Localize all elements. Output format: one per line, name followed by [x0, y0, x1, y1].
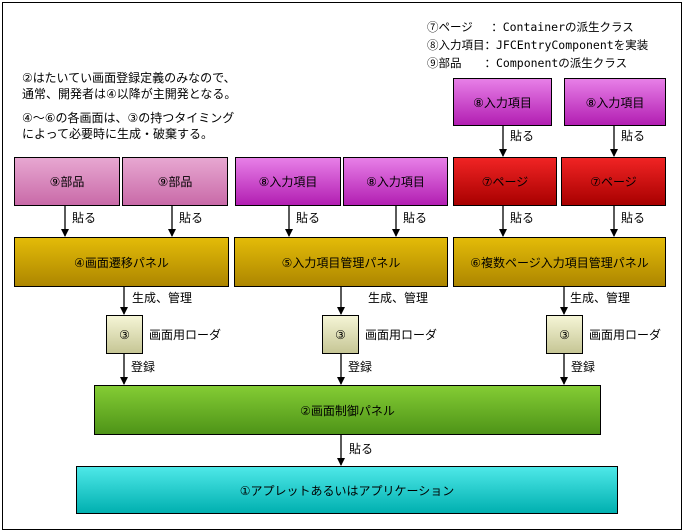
register-label: 登録 [131, 360, 156, 374]
input-item-box: ⑧入力項目 [564, 78, 666, 126]
part-box: ⑨部品 [14, 157, 120, 206]
multi-page-input-management-panel: ⑥複数ページ入力項目管理パネル [453, 237, 666, 287]
paste-label: 貼る [403, 211, 428, 225]
screen-loader-label: 画面用ローダ [365, 328, 438, 342]
paste-label: 貼る [72, 211, 97, 225]
input-item-box: ⑧入力項目 [453, 78, 552, 126]
register-label: 登録 [348, 360, 373, 374]
part-box: ⑨部品 [122, 157, 228, 206]
paste-label: 貼る [296, 211, 321, 225]
screen-loader-box: ③ [322, 315, 359, 354]
paste-label: 貼る [510, 211, 535, 225]
legend-input: ⑧入力項目：JFCEntryComponentを実装 [427, 38, 649, 52]
screen-loader-label: 画面用ローダ [149, 328, 222, 342]
screen-loader-box: ③ [106, 315, 143, 354]
create-manage-label: 生成、管理 [132, 291, 193, 305]
page-box: ⑦ページ [561, 157, 666, 206]
paste-label: 貼る [621, 211, 646, 225]
create-manage-label: 生成、管理 [570, 291, 631, 305]
input-item-box: ⑧入力項目 [343, 157, 448, 206]
paste-label: 貼る [179, 211, 204, 225]
legend-page: ⑦ページ ：Containerの派生クラス [427, 20, 634, 34]
paste-label: 貼る [349, 442, 374, 456]
note-lifecycle: ④～⑥の各画面は、③の持つタイミング によって必要時に生成・破棄する。 [22, 111, 235, 141]
input-item-management-panel: ⑤入力項目管理パネル [234, 237, 448, 287]
page-box: ⑦ページ [453, 157, 557, 206]
create-manage-label: 生成、管理 [368, 291, 429, 305]
screen-transition-panel: ④画面遷移パネル [14, 237, 229, 287]
screen-control-panel: ②画面制御パネル [94, 385, 601, 435]
paste-label: 貼る [510, 129, 535, 143]
note-main-development: ②はたいてい画面登録定義のみなので、 通常、開発者は④以降が主開発となる。 [22, 71, 237, 101]
applet-or-application: ①アプレットあるいはアプリケーション [76, 466, 618, 514]
input-item-box: ⑧入力項目 [235, 157, 341, 206]
screen-loader-label: 画面用ローダ [589, 328, 662, 342]
screen-loader-box: ③ [546, 315, 583, 354]
legend-part: ⑨部品 ：Componentの派生クラス [427, 56, 628, 70]
register-label: 登録 [571, 360, 596, 374]
paste-label: 貼る [621, 129, 646, 143]
